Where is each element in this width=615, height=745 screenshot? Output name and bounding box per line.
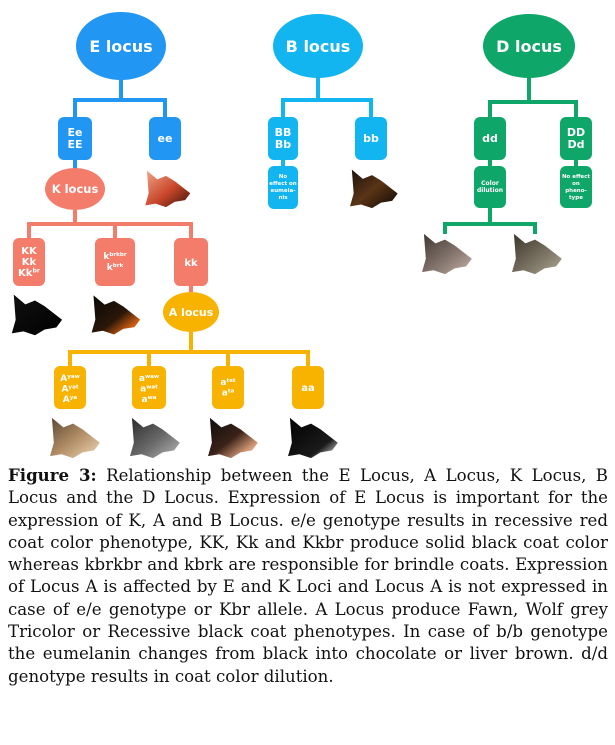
k-genotype-kbrkbr-kbrk: kbrk​br​kbrk​ <box>95 238 135 286</box>
genotype-label: dd <box>482 132 498 145</box>
k-locus-title: K locus <box>52 182 99 196</box>
brindle-dog-head-icon <box>91 295 141 335</box>
grey-dog-head-icon-dilution <box>422 233 472 275</box>
genotype-label: ee <box>158 132 173 145</box>
d-locus-title: D locus <box>496 37 562 56</box>
genotype-label: kk <box>184 258 198 269</box>
e-locus-node: E locus <box>76 12 166 80</box>
genotype-label: bb <box>363 132 379 145</box>
fawn-dog-head-icon <box>50 417 100 459</box>
genotype-label: kbrk​br​kbrk​ <box>103 252 126 273</box>
genotype-label: awa​w​awa​t​awa​ <box>139 374 159 405</box>
b-locus-node: B locus <box>273 14 363 78</box>
e-locus-title: E locus <box>89 37 152 56</box>
figure-caption: Figure 3: Relationship between the E Loc… <box>8 464 608 688</box>
caption-text: Relationship between the E Locus, A Locu… <box>8 466 608 686</box>
b-locus-connectors <box>281 76 373 166</box>
wolf-grey-dog-head-icon <box>130 417 180 459</box>
d-locus-connectors <box>443 76 578 234</box>
genotype-label: aa <box>301 383 315 394</box>
e-locus-connectors <box>73 80 167 170</box>
k-genotype-kk: kk <box>174 238 208 286</box>
k-locus-connectors <box>27 210 193 292</box>
a-locus-title: A locus <box>169 306 214 319</box>
a-genotype-aa: aa <box>292 366 324 409</box>
b-genotype-bb: bb <box>355 117 387 160</box>
red-dog-head-icon <box>145 170 191 208</box>
b-locus-title: B locus <box>286 37 351 56</box>
a-genotype-aw: awa​w​awa​t​awa​ <box>132 366 166 409</box>
d-locus-node: D locus <box>483 14 575 78</box>
recessive-black-dog-head-icon <box>288 417 338 459</box>
a-genotype-Ay: Aya​w​Aya​t​Aya​ <box>54 366 86 409</box>
genotype-label: ata​t​ata​ <box>220 378 236 399</box>
tricolor-dog-head-icon <box>208 417 258 459</box>
a-locus-node: A locus <box>163 292 219 332</box>
black-dog-head-icon-bb <box>350 169 398 209</box>
black-dog-head-icon <box>11 294 63 336</box>
figure-label: Figure 3: <box>8 465 97 485</box>
a-locus-connectors <box>68 332 310 366</box>
e-genotype-ee: ee <box>149 117 181 160</box>
olive-dog-head-icon <box>512 233 562 275</box>
k-locus-node: K locus <box>45 168 105 210</box>
a-genotype-at: ata​t​ata​ <box>212 366 244 409</box>
genotype-label: Aya​w​Aya​t​Aya​ <box>60 374 80 405</box>
d-genotype-dd: dd <box>474 117 506 160</box>
